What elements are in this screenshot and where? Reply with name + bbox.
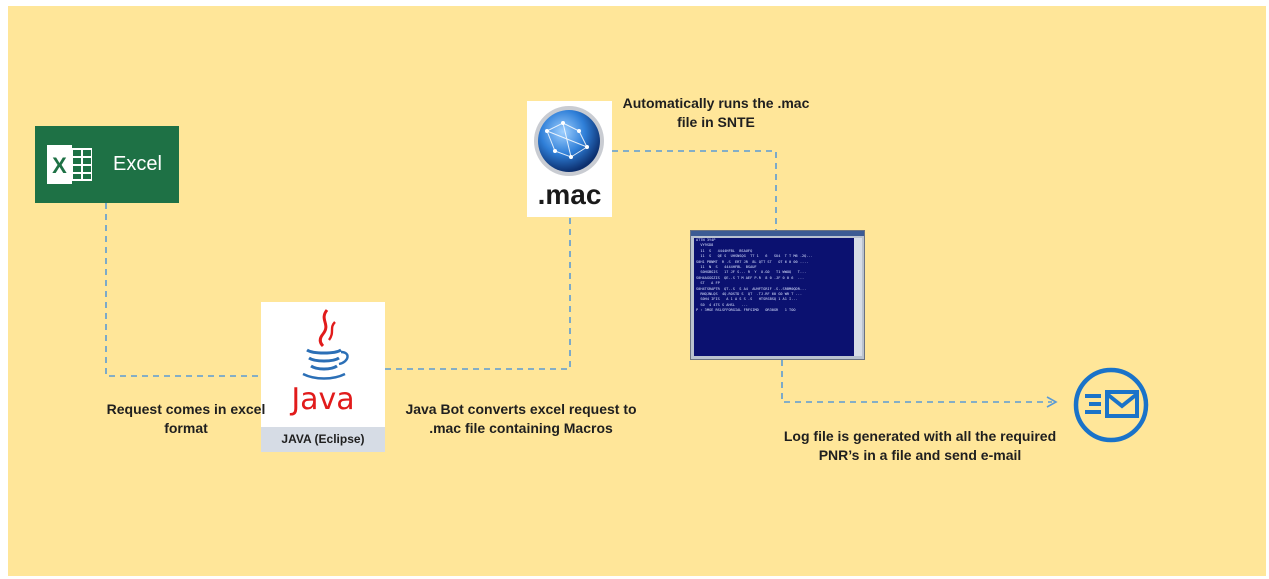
terminal-line: S0H4 IFIS A 1 A S S .S HTSRSBSQ 1 A1 I..…	[696, 297, 798, 302]
label-java-bot: Java Bot converts excel request to .mac …	[405, 401, 637, 436]
terminal-line: S0 4 4TS S AHSL ...	[696, 302, 748, 307]
excel-node: X Excel	[35, 126, 179, 203]
terminal-icon: ATTN 3Y4P VY9SD8 11 S 4444HFBL BSAUFQ 11…	[690, 230, 865, 360]
excel-word: Excel	[113, 153, 162, 175]
terminal-line: 11 S 4444HFBL BSAUFQ	[696, 248, 753, 253]
excel-letter: X	[52, 153, 67, 178]
mac-word: .mac	[537, 179, 602, 210]
terminal-line: S0H1 PBNMT R .S ERT JR 8L QTT ST OT 6 0 …	[696, 259, 809, 264]
terminal-line: P : 3MGE RSLSFFORGIAL FRFSIMD OR30GR 1 T…	[696, 308, 796, 313]
email-icon	[1073, 367, 1149, 443]
diagram-background	[8, 6, 1266, 576]
java-icon	[302, 309, 349, 380]
terminal-screen: ATTN 3Y4P VY9SD8 11 S 4444HFBL BSAUFQ 11…	[694, 238, 854, 356]
globe-icon	[534, 106, 604, 176]
terminal-line: VY9SD8	[696, 243, 714, 248]
terminal-line: 11 S QE S UHSNSQG TT 1 6 SU4 T T M6 -2Q.…	[696, 254, 813, 259]
terminal-line: ST A FP	[696, 281, 720, 286]
excel-icon: X	[47, 145, 92, 184]
label-log-file: Log file is generated with all the requi…	[783, 428, 1057, 463]
java-word: Java	[291, 382, 355, 417]
terminal-line: ATTN 3Y4P	[696, 238, 716, 242]
terminal-line: 11 N S 4444HFBL BSAUF	[696, 265, 757, 270]
mac-node: .mac	[527, 101, 612, 217]
terminal-line: RNQJNLQS 4Q.ROSTD S QT .TJ.RF 60 G0 WR T…	[696, 292, 803, 297]
label-request: Request comes in excel format	[106, 401, 266, 436]
label-auto-run: Automatically runs the .mac file in SNTE	[622, 95, 810, 130]
java-node: Java JAVA (Eclipse)	[261, 302, 385, 452]
terminal-line: S0HGBGIS 17 JF S... R Y U.G0 T1 WWOQ T..…	[696, 270, 807, 275]
terminal-scrollbar	[854, 238, 862, 356]
terminal-line: S0H4TSRAPTR QT..S S A4 AUHFTGRIF .S..SRB…	[696, 286, 807, 291]
terminal-line: S0H4AGGGZIS QE..S T M AEF P.R 8 0 -JF 0 …	[696, 275, 805, 280]
java-caption: JAVA (Eclipse)	[261, 427, 385, 452]
terminal-titlebar	[691, 231, 864, 236]
